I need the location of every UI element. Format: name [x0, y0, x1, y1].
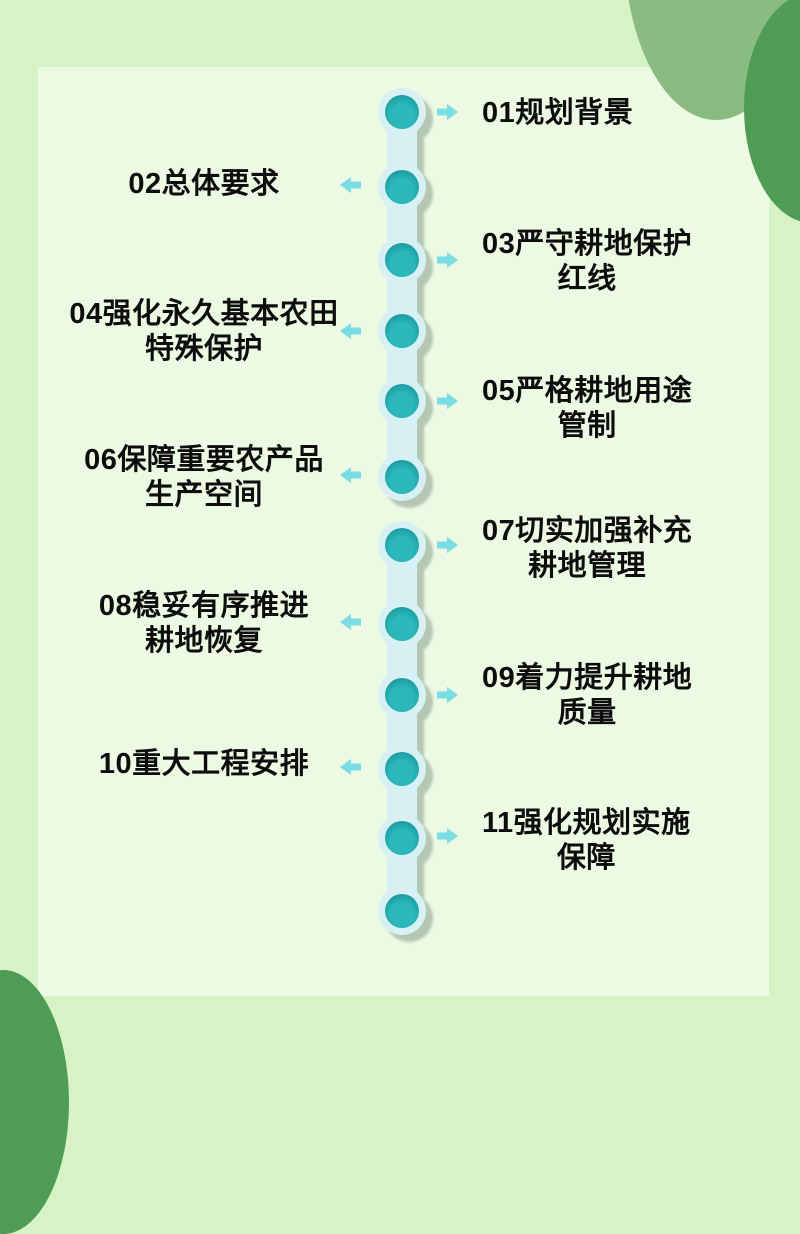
item-11-line-1: 11强化规划实施 — [482, 807, 691, 839]
item-07-line-1: 07切实加强补充 — [482, 515, 693, 547]
timeline-item-label-05: 05严格耕地用途 管制 — [482, 374, 692, 444]
item-08-line-1: 08稳妥有序推进 — [98, 590, 310, 622]
arrow-right-icon — [437, 393, 458, 409]
timeline-item-label-03: 03严守耕地保护 红线 — [482, 227, 692, 297]
item-11-line-2: 保障 — [556, 842, 616, 874]
arrow-right-icon — [437, 687, 458, 703]
item-03-line-1: 03严守耕地保护 — [482, 228, 693, 260]
timeline-node-dot — [385, 821, 419, 855]
timeline-node-dot — [385, 607, 419, 641]
timeline-item-label-08: 08稳妥有序推进 耕地恢复 — [58, 589, 350, 659]
timeline-node-dot — [385, 170, 419, 204]
timeline-item-label-01: 01规划背景 — [482, 96, 633, 131]
item-06-line-1: 06保障重要农产品 — [84, 444, 324, 476]
item-05-line-2: 管制 — [557, 410, 617, 442]
timeline-item-label-04: 04强化永久基本农田 特殊保护 — [58, 297, 350, 367]
timeline-node-dot — [385, 678, 419, 712]
timeline-item-label-11: 11强化规划实施 保障 — [482, 806, 691, 876]
timeline-node-dot — [385, 95, 419, 129]
item-08-line-2: 耕地恢复 — [144, 625, 263, 657]
item-02-line-1: 02总体要求 — [128, 168, 280, 200]
timeline-node-dot — [385, 894, 419, 928]
item-09-line-2: 质量 — [557, 697, 617, 729]
timeline-graphic — [340, 88, 458, 935]
timeline-item-label-06: 06保障重要农产品 生产空间 — [58, 443, 350, 513]
timeline-node-dot — [385, 460, 419, 494]
arrow-right-icon — [437, 537, 458, 553]
timeline-node-dot — [385, 243, 419, 277]
arrow-right-icon — [437, 104, 458, 120]
timeline-item-label-10: 10重大工程安排 — [58, 747, 350, 782]
timeline-item-label-09: 09着力提升耕地 质量 — [482, 661, 692, 731]
item-05-line-1: 05严格耕地用途 — [482, 375, 693, 407]
item-06-line-2: 生产空间 — [144, 479, 263, 511]
arrow-right-icon — [437, 828, 458, 844]
item-04-line-2: 特殊保护 — [144, 333, 263, 365]
arrow-right-icon — [437, 252, 458, 268]
arrow-left-icon — [340, 177, 361, 193]
arrow-left-icon — [340, 323, 361, 339]
timeline-item-label-02: 02总体要求 — [58, 167, 350, 202]
arrow-left-icon — [340, 759, 361, 775]
timeline-track-segment-2 — [378, 521, 426, 935]
item-07-line-2: 耕地管理 — [528, 550, 647, 582]
timeline-track-segment-1 — [378, 88, 426, 501]
arrow-left-icon — [340, 614, 361, 630]
item-01-line-1: 01规划背景 — [482, 97, 634, 129]
timeline-item-label-07: 07切实加强补充 耕地管理 — [482, 514, 692, 584]
arrow-left-icon — [340, 467, 361, 483]
timeline-node-dot — [385, 314, 419, 348]
item-04-line-1: 04强化永久基本农田 — [69, 298, 339, 330]
item-10-line-1: 10重大工程安排 — [98, 748, 310, 780]
timeline-node-dot — [385, 752, 419, 786]
item-09-line-1: 09着力提升耕地 — [482, 662, 693, 694]
item-03-line-2: 红线 — [557, 263, 617, 295]
timeline-node-dot — [385, 528, 419, 562]
timeline-node-dot — [385, 384, 419, 418]
